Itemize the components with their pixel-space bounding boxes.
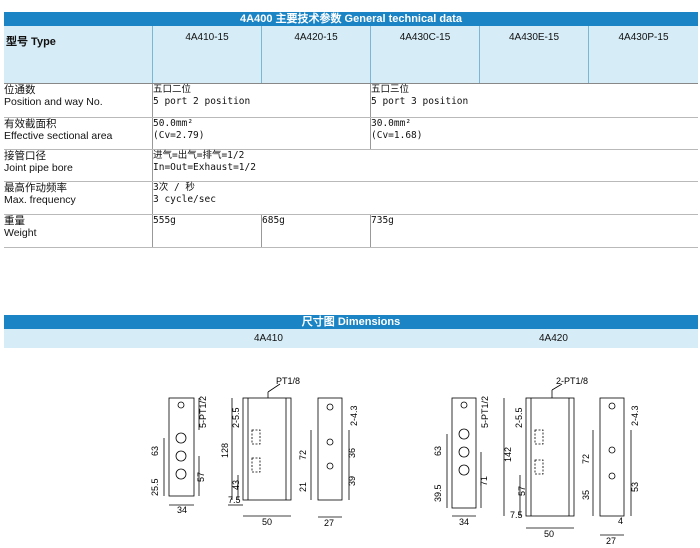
- dim-label: 39.5: [433, 484, 443, 502]
- value-cn: 进气=出气=排气=1/2: [153, 150, 245, 161]
- right-side-view: [503, 383, 575, 529]
- dim-label: 142: [503, 447, 513, 462]
- model-1: 4A410-15: [152, 26, 262, 84]
- dim-label: 72: [298, 450, 308, 460]
- dim-label: 7.5: [510, 510, 523, 520]
- dim-right-model: 4A420: [539, 333, 568, 344]
- value-cell: 50.0mm²(Cv=2.79): [152, 117, 371, 150]
- dim-label: 27: [606, 536, 616, 546]
- model-2: 4A420-15: [261, 26, 371, 84]
- value-cn: 五口二位: [153, 84, 192, 95]
- value-cn: 3次 / 秒: [153, 182, 195, 193]
- dim-label: 2-5.5: [514, 407, 524, 428]
- dim-label: 34: [177, 505, 187, 515]
- spec-table: 型号 Type 4A410-15 4A420-15 4A430C-15 4A43…: [4, 26, 698, 248]
- value-area: 30.0mm²: [371, 118, 412, 129]
- type-row: 型号 Type 4A410-15 4A420-15 4A430C-15 4A43…: [4, 26, 698, 84]
- dim-label: 25.5: [150, 478, 160, 496]
- value-en: 5 port 3 position: [371, 96, 469, 107]
- model-4: 4A430E-15: [479, 26, 589, 84]
- label-cn: 最高作动频率: [4, 182, 67, 194]
- label-cn: 接管口径: [4, 150, 46, 162]
- dim-label: 43: [231, 480, 241, 490]
- weight-3: 735g: [370, 214, 698, 248]
- dim-label: 5-PT1/2: [480, 396, 490, 428]
- value-en: 3 cycle/sec: [153, 194, 216, 205]
- dim-label: 2-5.5: [231, 407, 241, 428]
- label-en: Weight: [4, 227, 37, 239]
- type-label: 型号 Type: [4, 26, 153, 84]
- left-side-view: [228, 383, 292, 517]
- dim-label: 27: [324, 518, 334, 528]
- dim-label: 71: [479, 476, 489, 486]
- value-cv: (Cv=2.79): [153, 130, 205, 141]
- value-en: 5 port 2 position: [153, 96, 251, 107]
- dim-label: 57: [517, 486, 527, 496]
- label-cn: 有效截面积: [4, 118, 57, 130]
- dim-label: 50: [544, 529, 554, 539]
- value-cn: 五口三位: [371, 84, 410, 95]
- right-end-view-2: [592, 397, 632, 536]
- spec-title: 4A400 主要技术参数 General technical data: [240, 13, 462, 25]
- weight-1: 555g: [152, 214, 262, 248]
- dim-label: 39: [347, 476, 357, 486]
- model-5: 4A430P-15: [588, 26, 698, 84]
- dim-label: 34: [459, 517, 469, 527]
- label-en: Max. frequency: [4, 194, 76, 206]
- model-3: 4A430C-15: [370, 26, 480, 84]
- dim-model-header: 4A410 4A420: [4, 329, 698, 348]
- weight-2: 685g: [261, 214, 371, 248]
- dim-label: 72: [581, 454, 591, 464]
- dim-label: 2-4.3: [349, 405, 359, 426]
- dim-label: 128: [220, 443, 230, 458]
- dim-label: 35: [581, 490, 591, 500]
- dim-label: 57: [196, 472, 206, 482]
- dim-label: 2-4.3: [630, 405, 640, 426]
- dim-label: 4: [618, 516, 623, 526]
- dim-label: 5-PT1/2: [198, 396, 208, 428]
- value-en: In=Out=Exhaust=1/2: [153, 162, 256, 173]
- dim-label: 2-PT1/8: [556, 376, 588, 386]
- dim-title: 尺寸图 Dimensions: [301, 316, 401, 328]
- label-en: Effective sectional area: [4, 130, 113, 142]
- right-end-view: [446, 397, 482, 517]
- dim-label: PT1/8: [276, 376, 300, 386]
- label-cn: 重量: [4, 215, 25, 227]
- value-cell: 30.0mm²(Cv=1.68): [370, 117, 698, 150]
- dim-title-bar: 尺寸图 Dimensions: [4, 315, 698, 329]
- value-area: 50.0mm²: [153, 118, 194, 129]
- dim-label: 63: [433, 446, 443, 456]
- dim-label: 7.5: [228, 495, 241, 505]
- spec-title-bar: 4A400 主要技术参数 General technical data: [4, 12, 698, 26]
- value-cv: (Cv=1.68): [371, 130, 423, 141]
- label-en: Position and way No.: [4, 96, 103, 108]
- left-end-view: [163, 397, 200, 506]
- label-en: Joint pipe bore: [4, 162, 73, 174]
- dim-label: 36: [347, 448, 357, 458]
- dim-label: 50: [262, 517, 272, 527]
- dim-label: 63: [150, 446, 160, 456]
- label-cn: 位通数: [4, 84, 36, 96]
- dim-label: 53: [630, 482, 640, 492]
- dim-label: 21: [298, 482, 308, 492]
- left-end-view-2: [310, 397, 350, 518]
- dim-left-model: 4A410: [254, 333, 283, 344]
